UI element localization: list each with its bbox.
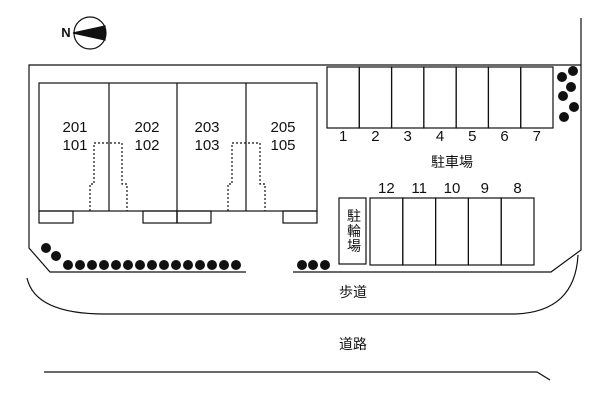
parking-space <box>369 197 404 266</box>
parking-space-number: 2 <box>371 128 380 145</box>
parking-space <box>390 66 425 129</box>
tree-icon <box>111 260 121 270</box>
parking-bottom <box>369 197 535 266</box>
tree-icon <box>135 260 145 270</box>
unit-label: 205 <box>270 119 296 136</box>
parking-space <box>520 66 554 129</box>
parking-space-number: 3 <box>403 128 412 145</box>
compass-north-label: N <box>61 25 71 40</box>
tree-icon <box>297 260 307 270</box>
parking-space <box>487 66 522 129</box>
unit-label: 103 <box>194 137 220 154</box>
unit-label: 203 <box>194 119 220 136</box>
tree-icon <box>63 260 73 270</box>
tree-icon <box>75 260 85 270</box>
tree-icon <box>320 260 330 270</box>
parking-space-number: 7 <box>532 128 542 145</box>
parking-space-number: 4 <box>435 128 445 145</box>
tree-icon <box>566 82 576 92</box>
tree-icon <box>195 260 205 270</box>
tree-icon <box>559 112 569 122</box>
tree-icon <box>183 260 193 270</box>
tree-icon <box>51 251 61 261</box>
parking-space-number: 6 <box>500 128 509 145</box>
unit-label: 201 <box>62 119 88 136</box>
parking-space <box>435 197 470 266</box>
unit-label: 101 <box>62 137 88 154</box>
parking-space-number: 5 <box>468 128 477 145</box>
parking-space <box>467 197 502 266</box>
road-label: 道路 <box>339 337 367 353</box>
parking-space <box>423 66 457 129</box>
tree-icon <box>87 260 97 270</box>
parking-space-number: 8 <box>513 180 522 197</box>
tree-icon <box>171 260 181 270</box>
tree-icon <box>147 260 157 270</box>
parking-space-number: 12 <box>378 180 395 197</box>
tree-icon <box>159 260 169 270</box>
compass-icon <box>72 16 107 50</box>
parking-space-number: 9 <box>480 180 489 197</box>
building <box>38 82 318 224</box>
parking-top <box>326 66 554 129</box>
parking-space <box>326 66 360 129</box>
parking-space <box>455 66 490 129</box>
tree-icon <box>41 243 51 253</box>
sidewalk-edge <box>26 254 579 315</box>
bicycle-parking-label: 駐輪場 <box>345 208 361 254</box>
tree-icon <box>308 260 318 270</box>
trees <box>41 66 579 270</box>
parking-space <box>500 197 535 266</box>
tree-icon <box>99 260 109 270</box>
bicycle-parking <box>338 197 367 265</box>
unit-label: 202 <box>134 119 160 136</box>
tree-icon <box>557 72 567 82</box>
site-boundary <box>28 18 582 273</box>
tree-icon <box>231 260 241 270</box>
road-edge <box>44 371 551 381</box>
tree-icon <box>568 66 578 76</box>
tree-icon <box>219 260 229 270</box>
parking-space-number: 1 <box>338 128 348 145</box>
unit-label: 102 <box>134 137 160 154</box>
tree-icon <box>558 91 568 101</box>
sidewalk-label: 歩道 <box>339 285 367 301</box>
parking-space <box>402 197 437 266</box>
tree-icon <box>569 102 579 112</box>
unit-label: 105 <box>270 137 296 154</box>
parking-space <box>358 66 393 129</box>
parking-label: 駐車場 <box>431 155 473 171</box>
parking-space-number: 10 <box>443 180 461 197</box>
parking-space-number: 11 <box>411 180 427 197</box>
tree-icon <box>207 260 217 270</box>
tree-icon <box>123 260 133 270</box>
